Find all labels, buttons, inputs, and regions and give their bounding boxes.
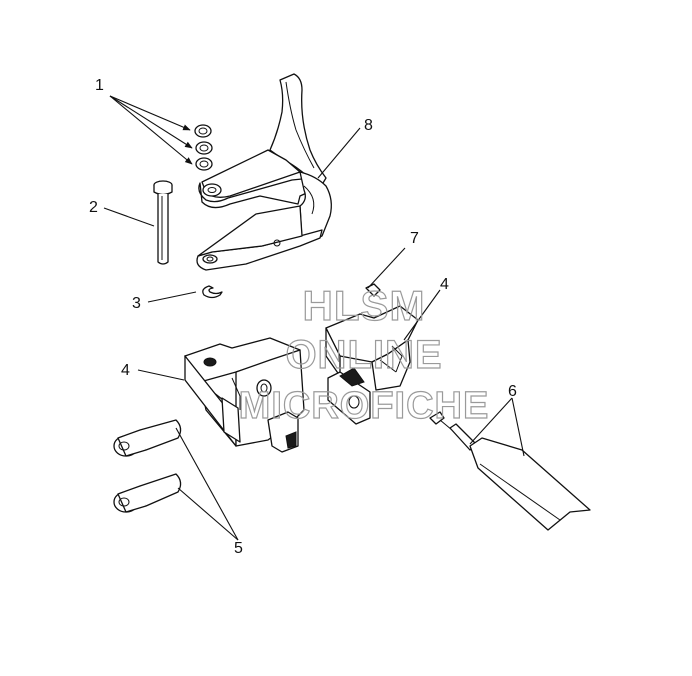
- watermark-line-2: ONLINE: [285, 333, 442, 377]
- callout-4-right: 4: [440, 276, 449, 293]
- pivot-pin: [153, 180, 173, 265]
- callout-6: 6: [508, 383, 517, 400]
- callout-1: 1: [95, 77, 104, 94]
- callout-4-left: 4: [121, 362, 130, 379]
- clamp-block-left: [184, 337, 305, 453]
- callout-5: 5: [234, 540, 243, 557]
- retaining-clip: [202, 285, 223, 299]
- fork-bracket: [196, 73, 332, 271]
- callout-3: 3: [132, 295, 141, 312]
- callout-8: 8: [364, 117, 373, 134]
- leader-lines: [103, 95, 525, 541]
- clamp-block-right: [325, 305, 419, 425]
- cap-screw-upper: [113, 419, 182, 457]
- cap-screw-lower: [113, 473, 182, 513]
- washer-stack: [194, 124, 213, 171]
- watermark-line-3: MICROFICHE: [239, 385, 490, 427]
- control-cable: [429, 411, 591, 531]
- callout-7: 7: [410, 230, 419, 247]
- callout-2: 2: [89, 199, 98, 216]
- watermark-line-1: HLSM: [303, 282, 426, 329]
- watermark: HLSM ONLINE MICROFICHE: [238, 281, 490, 427]
